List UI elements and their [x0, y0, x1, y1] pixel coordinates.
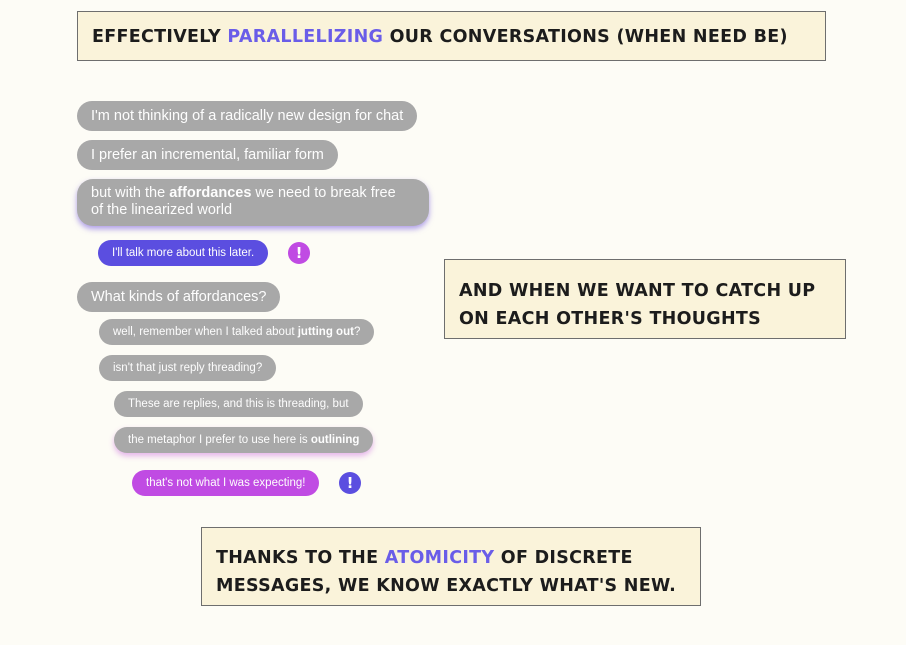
message-text: I prefer an incremental, familiar form — [91, 147, 324, 163]
chat-message-highlighted[interactable]: but with the affordances we need to brea… — [77, 179, 429, 226]
message-line1: but with the affordances we need to brea… — [91, 185, 415, 202]
caption-top-accent: parallelizing — [227, 27, 384, 47]
caption-bottom-accent: atomicity — [384, 548, 495, 568]
message-text: that's not what I was expecting! — [146, 477, 306, 489]
caption-middle-line1: And when we want to catch up — [459, 281, 816, 301]
message-text: I'll talk more about this later. — [112, 247, 255, 259]
message-text: well, remember when I talked about — [113, 326, 298, 338]
caption-top-before: Effectively — [92, 27, 228, 47]
new-alert-icon[interactable]: ! — [339, 472, 361, 494]
message-text: ? — [353, 326, 361, 338]
message-text: isn't that just reply threading? — [113, 362, 263, 374]
message-text: What kinds of affordances? — [91, 289, 267, 305]
reply-message[interactable]: well, remember when I talked about jutti… — [99, 319, 375, 345]
nested-reply-message-highlighted[interactable]: the metaphor I prefer to use here is out… — [114, 427, 374, 453]
message-text: I'm not thinking of a radically new desi… — [91, 108, 404, 124]
message-text: These are replies, and this is threading… — [128, 398, 349, 410]
caption-bottom-after: of discrete — [494, 548, 633, 568]
message-bold-text: affordances — [169, 185, 252, 201]
message-line2: of the linearized world — [91, 202, 233, 218]
message-text: the metaphor I prefer to use here is — [128, 434, 311, 446]
chat-message[interactable]: What kinds of affordances? — [77, 282, 281, 312]
caption-middle: And when we want to catch up on each oth… — [444, 259, 846, 339]
caption-bottom-line2: messages, we know exactly what's new. — [216, 576, 677, 596]
reply-message[interactable]: isn't that just reply threading? — [99, 355, 277, 381]
reply-message-new[interactable]: that's not what I was expecting! — [132, 470, 320, 496]
exclamation-icon: ! — [346, 474, 354, 492]
new-alert-icon[interactable]: ! — [288, 242, 310, 264]
caption-bottom: Thanks to the atomicity of discrete mess… — [201, 527, 701, 606]
caption-middle-line2: on each other's thoughts — [459, 309, 762, 329]
message-bold-text: jutting out — [297, 326, 354, 338]
message-text: we need to break free — [251, 185, 396, 201]
caption-bottom-line1: Thanks to the atomicity of discrete — [216, 544, 700, 572]
exclamation-icon: ! — [295, 244, 303, 262]
message-bold-text: outlining — [310, 434, 360, 446]
chat-message[interactable]: I prefer an incremental, familiar form — [77, 140, 338, 170]
message-text: but with the — [91, 185, 170, 201]
caption-top: Effectively parallelizing our conversati… — [77, 11, 826, 61]
nested-reply-message[interactable]: These are replies, and this is threading… — [114, 391, 363, 417]
chat-message[interactable]: I'm not thinking of a radically new desi… — [77, 101, 418, 131]
reply-message-new[interactable]: I'll talk more about this later. — [98, 240, 269, 266]
caption-top-after: our conversations (when need be) — [383, 27, 788, 47]
caption-bottom-before: Thanks to the — [216, 548, 385, 568]
